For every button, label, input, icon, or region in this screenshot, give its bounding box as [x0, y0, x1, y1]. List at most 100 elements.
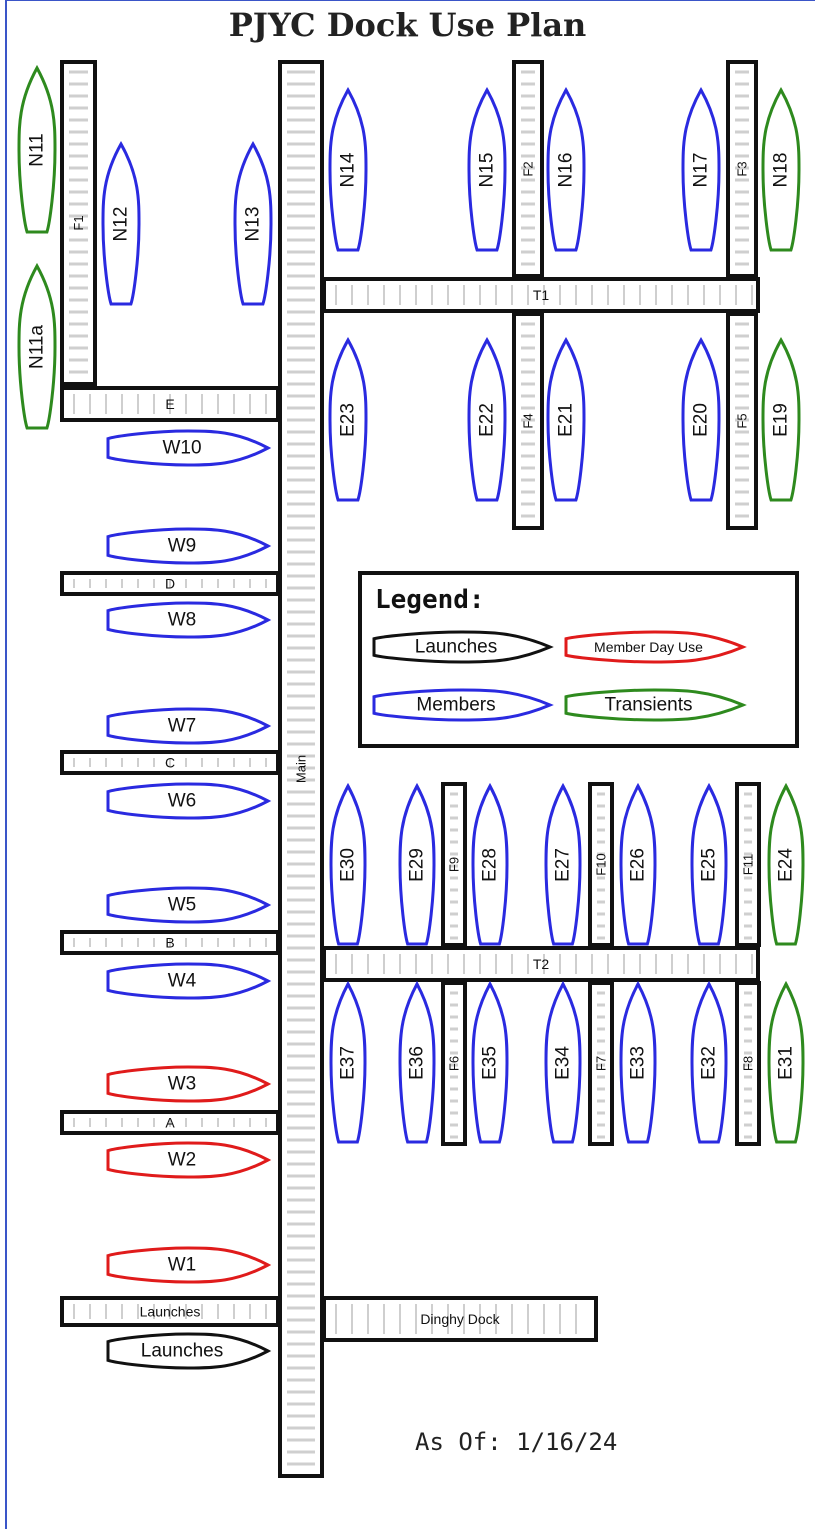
boat-slip-w5: W5: [106, 886, 272, 924]
as-of-date: As Of: 1/16/24: [415, 1428, 618, 1456]
dock-f9-label: F9: [447, 857, 462, 872]
boat-slip-n12: N12: [101, 140, 141, 306]
dock-main-label: Main: [294, 755, 309, 783]
boat-slip-w8: W8: [106, 601, 272, 639]
boat-slip-e31: E31: [767, 980, 805, 1144]
boat-slip-n12-label: N12: [111, 207, 132, 242]
dock-t2: T2: [322, 946, 760, 982]
boat-slip-n11a: N11a: [17, 262, 57, 430]
boat-slip-n16: N16: [546, 86, 586, 252]
boat-slip-launches-label: Launches: [141, 1341, 223, 1362]
legend-label: Transients: [605, 695, 693, 716]
boat-slip-n17-label: N17: [691, 153, 712, 188]
dock-f5-label: F5: [735, 413, 750, 428]
boat-slip-e21-label: E21: [556, 403, 577, 437]
boat-slip-w7-label: W7: [168, 716, 197, 737]
dock-b: B: [60, 930, 280, 955]
boat-slip-n14: N14: [328, 86, 368, 252]
boat-slip-launches: Launches: [106, 1332, 272, 1370]
boat-slip-w3: W3: [106, 1065, 272, 1103]
boat-slip-n15: N15: [467, 86, 507, 252]
boat-slip-e33: E33: [619, 980, 657, 1144]
boat-slip-e33-label: E33: [628, 1046, 649, 1080]
legend-item-transients: Transients: [564, 688, 747, 722]
boat-slip-w6: W6: [106, 782, 272, 820]
boat-slip-e21: E21: [546, 336, 586, 502]
boat-slip-w8-label: W8: [168, 610, 197, 631]
boat-slip-w2-label: W2: [168, 1150, 197, 1171]
boat-slip-w2: W2: [106, 1141, 272, 1179]
boat-slip-e37-label: E37: [338, 1046, 359, 1080]
legend-label: Members: [416, 695, 495, 716]
boat-slip-e24: E24: [767, 782, 805, 946]
dock-t1-label: T1: [533, 287, 550, 303]
boat-slip-e22: E22: [467, 336, 507, 502]
dock-c: C: [60, 750, 280, 775]
legend-swatch: [372, 688, 554, 722]
boat-slip-n17: N17: [681, 86, 721, 252]
boat-slip-e34-label: E34: [553, 1046, 574, 1080]
dock-f3-label: F3: [735, 161, 750, 176]
dock-launches-label: Launches: [140, 1304, 201, 1320]
legend-label: Member Day Use: [594, 639, 703, 655]
boat-slip-e19-label: E19: [771, 403, 792, 437]
boat-slip-w10: W10: [106, 429, 272, 467]
dock-f10: F10: [588, 782, 614, 947]
boat-slip-w9-label: W9: [168, 536, 197, 557]
dock-d: D: [60, 571, 280, 596]
dock-f9: F9: [441, 782, 467, 947]
boat-slip-w1: W1: [106, 1246, 272, 1284]
boat-slip-w4-label: W4: [168, 971, 197, 992]
boat-slip-e26: E26: [619, 782, 657, 946]
boat-slip-e28-label: E28: [480, 848, 501, 882]
boat-slip-e30-label: E30: [338, 848, 359, 882]
boat-slip-n11a-label: N11a: [27, 325, 48, 369]
boat-slip-e20: E20: [681, 336, 721, 502]
boat-slip-n11: N11: [17, 64, 57, 234]
boat-slip-e36-label: E36: [407, 1046, 428, 1080]
dock-f2: F2: [512, 60, 544, 278]
dock-f1-label: F1: [71, 215, 86, 230]
boat-slip-w7: W7: [106, 707, 272, 745]
boat-slip-e23-label: E23: [338, 403, 359, 437]
boat-slip-e24-label: E24: [776, 848, 797, 882]
boat-slip-e30: E30: [329, 782, 367, 946]
boat-slip-w5-label: W5: [168, 895, 197, 916]
boat-slip-e22-label: E22: [477, 403, 498, 437]
dock-f8-label: F8: [741, 1056, 756, 1071]
legend-item-member-day-use: Member Day Use: [564, 630, 747, 664]
boat-slip-e35: E35: [471, 980, 509, 1144]
dock-d-label: D: [165, 576, 175, 592]
dock-f6: F6: [441, 981, 467, 1146]
boat-slip-e28: E28: [471, 782, 509, 946]
boat-slip-w10-label: W10: [162, 438, 201, 459]
legend-item-launches: Launches: [372, 630, 554, 664]
boat-slip-e32-label: E32: [699, 1046, 720, 1080]
boat-slip-e25-label: E25: [699, 848, 720, 882]
boat-slip-e27-label: E27: [553, 848, 574, 882]
boat-slip-e37: E37: [329, 980, 367, 1144]
boat-slip-e32: E32: [690, 980, 728, 1144]
dock-f3: F3: [726, 60, 758, 278]
boat-slip-n13-label: N13: [243, 207, 264, 242]
dock-f5: F5: [726, 312, 758, 530]
dock-f7: F7: [588, 981, 614, 1146]
dock-f11: F11: [735, 782, 761, 947]
dock-f7-label: F7: [594, 1056, 609, 1071]
boat-slip-w9: W9: [106, 527, 272, 565]
boat-slip-w3-label: W3: [168, 1074, 197, 1095]
boat-slip-n18-label: N18: [771, 153, 792, 188]
boat-slip-w6-label: W6: [168, 791, 197, 812]
legend-swatch: [372, 630, 554, 664]
dock-f8: F8: [735, 981, 761, 1146]
boat-slip-n13: N13: [233, 140, 273, 306]
dock-main: Main: [278, 60, 324, 1478]
boat-slip-e20-label: E20: [691, 403, 712, 437]
dock-a: A: [60, 1110, 280, 1135]
boat-slip-n16-label: N16: [556, 153, 577, 188]
dock-t2-label: T2: [533, 956, 550, 972]
boat-slip-n15-label: N15: [477, 153, 498, 188]
dock-a-label: A: [165, 1115, 175, 1131]
legend-swatch: [564, 688, 747, 722]
